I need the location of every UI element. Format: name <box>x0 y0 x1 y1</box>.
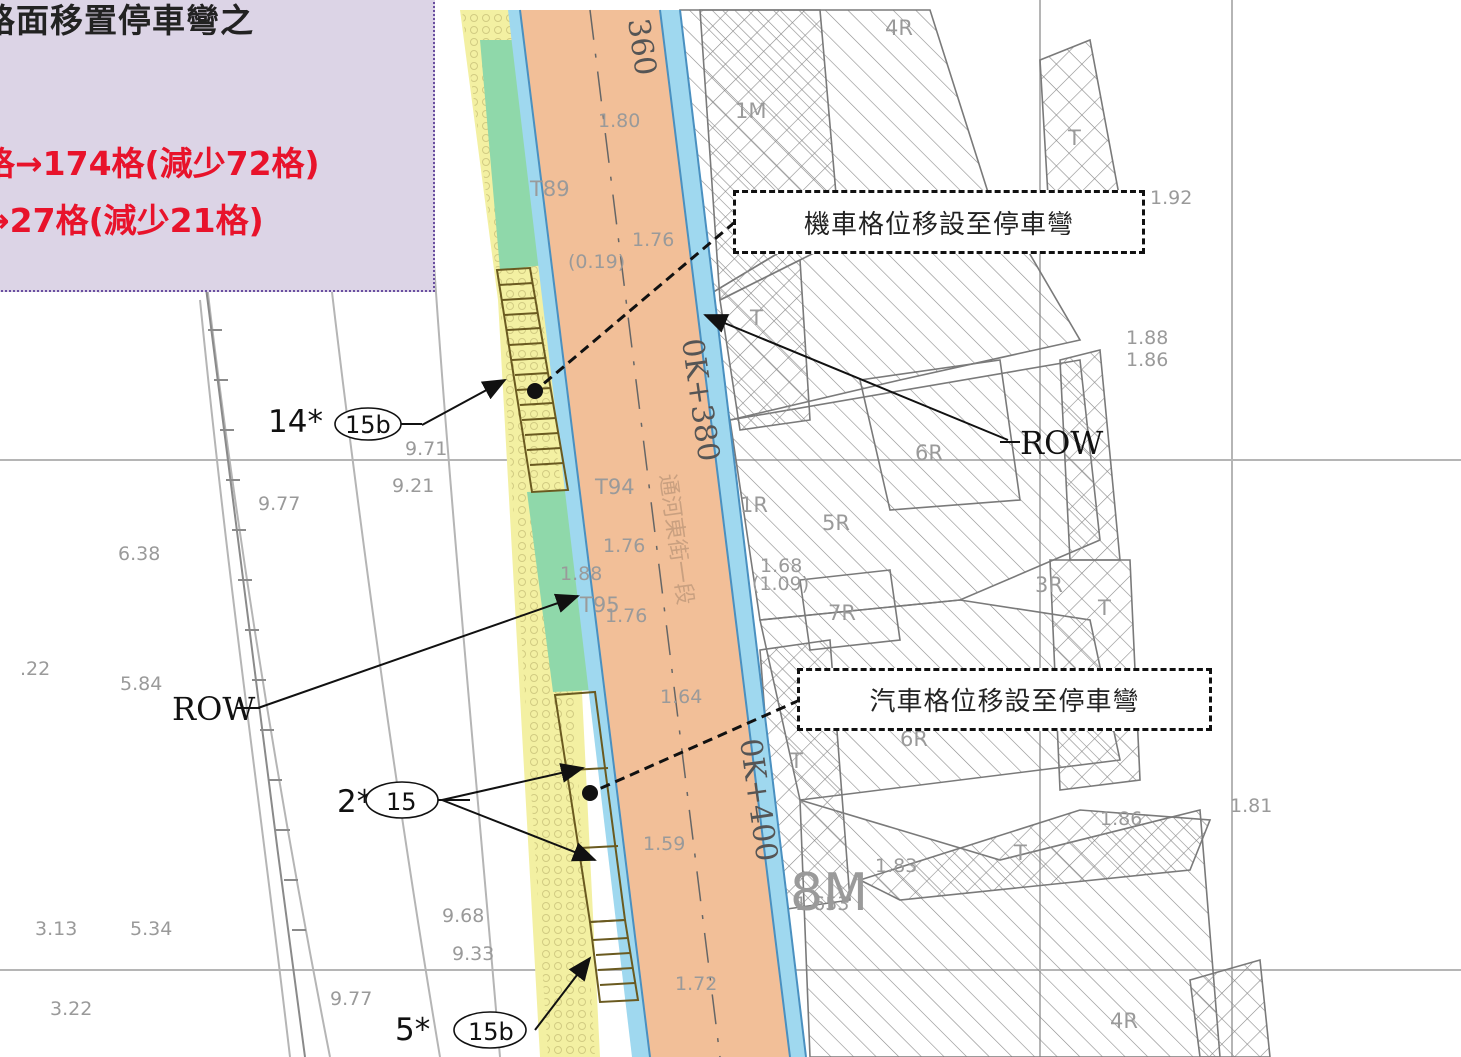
callout-dot-car <box>582 785 598 801</box>
svg-text:15b: 15b <box>345 411 391 439</box>
svg-text:8M: 8M <box>790 863 868 923</box>
parking-tag-5: 5* 15b <box>395 1011 527 1049</box>
parking-tag-14: 14* 15b <box>268 404 422 441</box>
note-motorcycle-count: 格→174格(減少72格) <box>0 144 320 183</box>
svg-text:(0.19): (0.19) <box>568 251 625 273</box>
row-label-left: ROW <box>172 690 260 728</box>
callout-motorcycle: 機車格位移設至停車彎 <box>733 190 1145 254</box>
svg-text:1.88: 1.88 <box>1126 327 1168 349</box>
svg-text:T89: T89 <box>529 177 570 201</box>
svg-text:5.34: 5.34 <box>130 918 172 940</box>
callout-dot-motorcycle <box>527 383 543 399</box>
svg-text:T: T <box>1013 841 1027 865</box>
note-car-count: →27格(減少21格) <box>0 201 264 240</box>
svg-text:9.77: 9.77 <box>258 493 300 515</box>
parking-tag-2: 2* 15 <box>337 781 470 820</box>
svg-text:3.22: 3.22 <box>50 998 92 1020</box>
svg-text:(1.09): (1.09) <box>752 573 809 595</box>
svg-text:1.80: 1.80 <box>598 110 640 132</box>
svg-text:1.653: 1.653 <box>795 893 849 915</box>
svg-text:9.77: 9.77 <box>330 988 372 1010</box>
row-leaders <box>257 314 1009 1031</box>
svg-text:1.76: 1.76 <box>632 229 674 251</box>
row-label-right: ROW <box>1000 424 1103 462</box>
road-corridor <box>460 9 807 1057</box>
left-boundary-ticks <box>204 279 306 1057</box>
svg-text:9.71: 9.71 <box>405 438 447 460</box>
svg-text:ROW: ROW <box>1020 424 1103 462</box>
svg-text:1.86: 1.86 <box>1126 349 1168 371</box>
note-title: 路面移置停車彎之 <box>0 1 254 40</box>
svg-text:1.92: 1.92 <box>1150 187 1192 209</box>
svg-text:5*: 5* <box>395 1012 430 1048</box>
svg-text:1M: 1M <box>735 99 766 123</box>
svg-text:9.21: 9.21 <box>392 475 434 497</box>
svg-text:.22: .22 <box>20 658 50 680</box>
callout-pointers <box>534 220 801 795</box>
svg-text:4R: 4R <box>1110 1009 1138 1033</box>
svg-text:1.72: 1.72 <box>675 973 717 995</box>
svg-text:15: 15 <box>386 788 417 816</box>
svg-text:T: T <box>749 306 763 330</box>
svg-text:1.83: 1.83 <box>875 855 917 877</box>
svg-text:1.64: 1.64 <box>660 686 702 708</box>
svg-text:1.76: 1.76 <box>603 535 645 557</box>
svg-text:T94: T94 <box>594 475 635 499</box>
summary-note: 路面移置停車彎之 格→174格(減少72格) →27格(減少21格) <box>0 0 435 292</box>
svg-text:7R: 7R <box>828 601 856 625</box>
svg-text:4R: 4R <box>885 16 913 40</box>
svg-text:6R: 6R <box>900 727 928 751</box>
svg-text:14*: 14* <box>268 404 323 440</box>
svg-text:9.33: 9.33 <box>452 943 494 965</box>
svg-text:T: T <box>789 749 803 773</box>
svg-text:1.68: 1.68 <box>760 555 802 577</box>
svg-text:1.88: 1.88 <box>560 563 602 585</box>
svg-text:6.38: 6.38 <box>118 543 160 565</box>
svg-text:3R: 3R <box>1035 573 1063 597</box>
svg-text:9.68: 9.68 <box>442 905 484 927</box>
svg-text:5R: 5R <box>822 511 850 535</box>
callout-car: 汽車格位移設至停車彎 <box>797 668 1212 731</box>
chainage-360: 360 <box>620 16 663 78</box>
svg-text:1.86: 1.86 <box>1100 808 1142 830</box>
svg-text:6R: 6R <box>915 441 943 465</box>
svg-text:1R: 1R <box>740 493 768 517</box>
svg-text:15b: 15b <box>468 1018 514 1046</box>
svg-text:3.13: 3.13 <box>35 918 77 940</box>
svg-text:T: T <box>1097 596 1111 620</box>
svg-text:1.81: 1.81 <box>1230 795 1272 817</box>
elevation-labels: 6.00 0.98 6.04 9.71 9.21 9.77 6.38 .22 5… <box>20 51 1272 1020</box>
svg-text:5.84: 5.84 <box>120 673 162 695</box>
svg-text:T: T <box>1067 126 1081 150</box>
svg-text:1.59: 1.59 <box>643 833 685 855</box>
zone-labels: 4R 1M T 6R 1R 5R 7R 3R T 6R T 8M 4R T T … <box>529 16 1138 1033</box>
svg-text:1.76: 1.76 <box>605 605 647 627</box>
svg-text:T95: T95 <box>579 593 620 617</box>
